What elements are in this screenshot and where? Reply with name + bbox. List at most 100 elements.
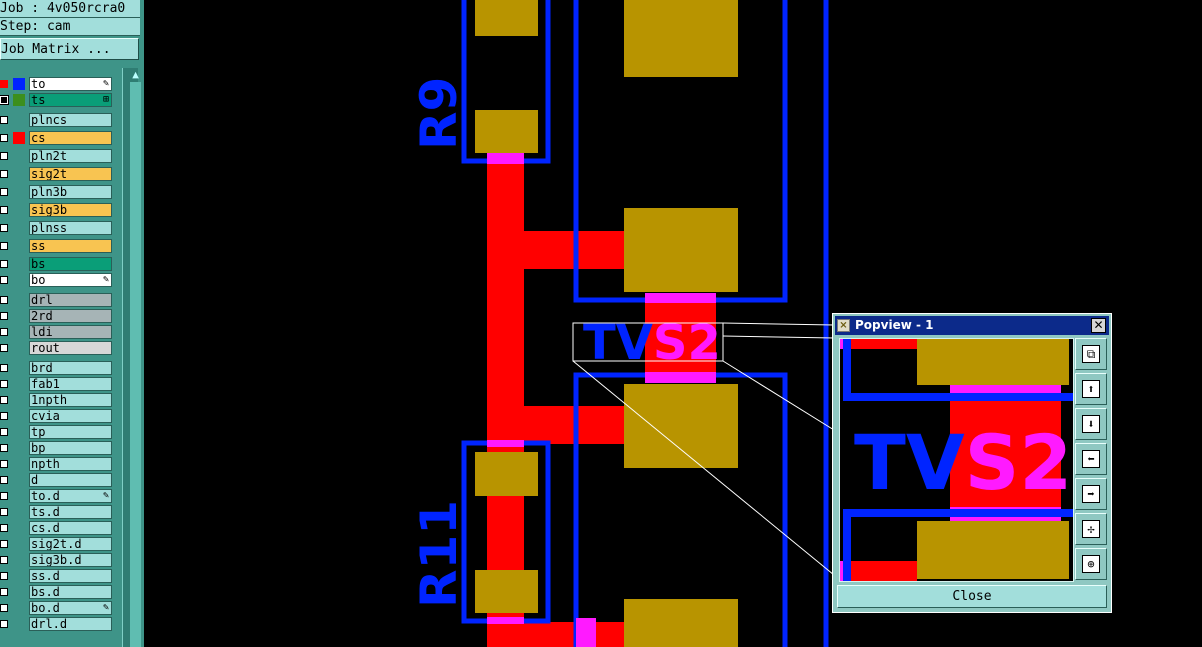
layer-checkbox[interactable]: [0, 116, 8, 124]
layer-row-cvia[interactable]: cvia: [0, 409, 116, 423]
layer-name-label[interactable]: plncs: [29, 113, 112, 127]
layer-checkbox[interactable]: [0, 380, 8, 388]
layer-row-to[interactable]: to✎: [0, 77, 116, 91]
layer-name-label[interactable]: sig2t.d: [29, 537, 112, 551]
layer-checkbox[interactable]: [0, 312, 8, 320]
layer-checkbox[interactable]: [0, 134, 8, 142]
layer-row-d[interactable]: d: [0, 473, 116, 487]
layer-checkbox[interactable]: [0, 460, 8, 468]
layer-name-label[interactable]: ldi: [29, 325, 112, 339]
layer-checkbox[interactable]: [0, 620, 8, 628]
layer-name-label[interactable]: bo✎: [29, 273, 112, 287]
layer-row-rout[interactable]: rout: [0, 341, 116, 355]
layer-name-label[interactable]: to.d✎: [29, 489, 112, 503]
scroll-up-arrow-icon[interactable]: ▲: [132, 68, 139, 81]
layer-row-cs-d[interactable]: cs.d: [0, 521, 116, 535]
layer-name-label[interactable]: to✎: [29, 77, 112, 91]
layer-checkbox[interactable]: [0, 188, 8, 196]
layer-checkbox[interactable]: [0, 95, 9, 105]
layer-checkbox[interactable]: [0, 170, 8, 178]
layer-checkbox[interactable]: [0, 572, 8, 580]
layer-name-label[interactable]: tp: [29, 425, 112, 439]
layer-row-sig3b-d[interactable]: sig3b.d: [0, 553, 116, 567]
layer-row-plncs[interactable]: plncs: [0, 113, 116, 127]
layer-name-label[interactable]: sig2t: [29, 167, 112, 181]
layer-row-sig3b[interactable]: sig3b: [0, 203, 116, 217]
layer-checkbox[interactable]: [0, 412, 8, 420]
layer-name-label[interactable]: d: [29, 473, 112, 487]
layer-row-bs-d[interactable]: bs.d: [0, 585, 116, 599]
layer-row-sig2t[interactable]: sig2t: [0, 167, 116, 181]
layer-name-label[interactable]: cvia: [29, 409, 112, 423]
layer-row-ts[interactable]: ts⊞: [0, 93, 116, 107]
layer-name-label[interactable]: rout: [29, 341, 112, 355]
layer-row-drl[interactable]: drl: [0, 293, 116, 307]
layer-checkbox[interactable]: [0, 242, 8, 250]
layer-color-swatch[interactable]: [13, 132, 25, 144]
layer-row-to-d[interactable]: to.d✎: [0, 489, 116, 503]
layer-color-swatch[interactable]: [13, 94, 25, 106]
layer-name-label[interactable]: fab1: [29, 377, 112, 391]
zoom-fit-button[interactable]: ⧉: [1075, 338, 1107, 370]
layer-row-npth[interactable]: npth: [0, 457, 116, 471]
scrollbar-thumb[interactable]: [130, 82, 141, 647]
layer-row-ldi[interactable]: ldi: [0, 325, 116, 339]
layer-checkbox[interactable]: [0, 444, 8, 452]
layer-name-label[interactable]: ts.d: [29, 505, 112, 519]
layer-name-label[interactable]: sig3b.d: [29, 553, 112, 567]
layer-checkbox[interactable]: [0, 508, 8, 516]
layer-name-label[interactable]: ss: [29, 239, 112, 253]
layer-name-label[interactable]: bo.d✎: [29, 601, 112, 615]
popview-zoom-view[interactable]: TVS2: [839, 338, 1074, 582]
popview-close-button[interactable]: Close: [837, 585, 1107, 608]
layer-row-plnss[interactable]: plnss: [0, 221, 116, 235]
layer-checkbox[interactable]: [0, 276, 8, 284]
layer-row-cs[interactable]: cs: [0, 131, 116, 145]
layer-name-label[interactable]: plnss: [29, 221, 112, 235]
layer-checkbox[interactable]: [0, 328, 8, 336]
layer-name-label[interactable]: ts⊞: [29, 93, 112, 107]
layer-checkbox[interactable]: [0, 604, 8, 612]
window-menu-icon[interactable]: ⨯: [837, 319, 850, 332]
layer-checkbox[interactable]: [0, 224, 8, 232]
layer-checkbox[interactable]: [0, 260, 8, 268]
layer-checkbox[interactable]: [0, 296, 8, 304]
layer-checkbox[interactable]: [0, 492, 8, 500]
layer-row-ss-d[interactable]: ss.d: [0, 569, 116, 583]
layer-checkbox[interactable]: [0, 206, 8, 214]
layer-row-pln2t[interactable]: pln2t: [0, 149, 116, 163]
pan-up-button[interactable]: ⬆: [1075, 373, 1107, 405]
layer-checkbox[interactable]: [0, 540, 8, 548]
layer-row-sig2t-d[interactable]: sig2t.d: [0, 537, 116, 551]
layer-checkbox[interactable]: [0, 344, 8, 352]
layer-checkbox[interactable]: [0, 428, 8, 436]
pan-down-button[interactable]: ⬇: [1075, 408, 1107, 440]
pan-right-button[interactable]: ➡: [1075, 478, 1107, 510]
layer-name-label[interactable]: pln2t: [29, 149, 112, 163]
layer-name-label[interactable]: cs: [29, 131, 112, 145]
layer-checkbox[interactable]: [0, 396, 8, 404]
layer-name-label[interactable]: cs.d: [29, 521, 112, 535]
layer-row-bs[interactable]: bs: [0, 257, 116, 271]
layer-row-bo[interactable]: bo✎: [0, 273, 116, 287]
layer-row-2rd[interactable]: 2rd: [0, 309, 116, 323]
layer-checkbox[interactable]: [0, 588, 8, 596]
layer-row-bp[interactable]: bp: [0, 441, 116, 455]
layer-name-label[interactable]: bp: [29, 441, 112, 455]
layer-name-label[interactable]: drl.d: [29, 617, 112, 631]
layer-name-label[interactable]: ss.d: [29, 569, 112, 583]
layer-checkbox[interactable]: [0, 80, 8, 88]
layer-name-label[interactable]: bs: [29, 257, 112, 271]
pcb-canvas[interactable]: R9 R11 TVS2: [144, 0, 1202, 647]
pan-left-button[interactable]: ⬅: [1075, 443, 1107, 475]
layer-row-bo-d[interactable]: bo.d✎: [0, 601, 116, 615]
job-matrix-button[interactable]: Job Matrix ...: [0, 38, 139, 60]
layer-row-ss[interactable]: ss: [0, 239, 116, 253]
layer-row-fab1[interactable]: fab1: [0, 377, 116, 391]
layer-row-tp[interactable]: tp: [0, 425, 116, 439]
layer-color-swatch[interactable]: [13, 78, 25, 90]
layer-name-label[interactable]: sig3b: [29, 203, 112, 217]
layer-name-label[interactable]: npth: [29, 457, 112, 471]
layer-row-brd[interactable]: brd: [0, 361, 116, 375]
popview-titlebar[interactable]: ⨯ Popview - 1 ✕: [835, 316, 1109, 335]
